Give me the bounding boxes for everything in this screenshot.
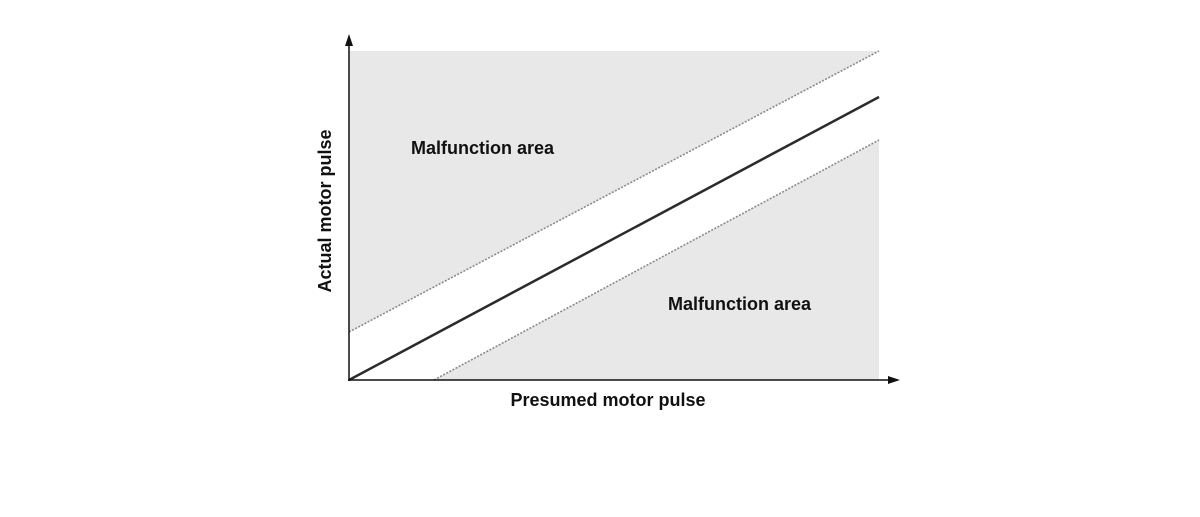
upper-malfunction-label: Malfunction area bbox=[411, 138, 555, 158]
y-axis-label: Actual motor pulse bbox=[315, 129, 335, 292]
upper-boundary-line bbox=[348, 50, 880, 333]
x-axis-arrow-icon bbox=[888, 376, 900, 384]
x-axis-label: Presumed motor pulse bbox=[510, 390, 705, 410]
normal-band bbox=[349, 51, 879, 380]
nominal-pulse-line bbox=[348, 95, 880, 382]
y-axis-arrow-icon bbox=[345, 34, 353, 46]
lower-malfunction-label: Malfunction area bbox=[668, 294, 812, 314]
lower-boundary-line bbox=[433, 139, 880, 381]
